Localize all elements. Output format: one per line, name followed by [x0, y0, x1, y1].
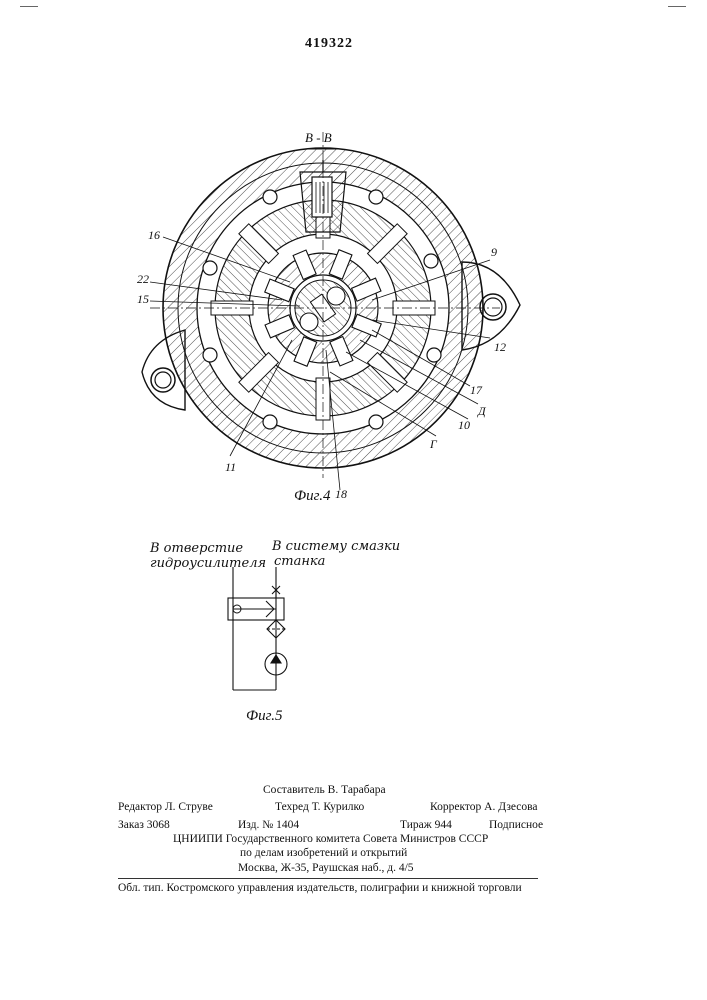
- colophon-divider: [118, 878, 538, 879]
- colophon-editor: Редактор Л. Струве: [118, 800, 213, 814]
- section-label: В - В: [305, 130, 332, 146]
- colophon-address: Москва, Ж-35, Раушская наб., д. 4/5: [238, 861, 414, 875]
- colophon-corrector: Корректор А. Дзесова: [430, 800, 538, 814]
- colophon-compiler: Составитель В. Тарабара: [263, 783, 386, 797]
- figure-5-caption: Фиг.5: [246, 708, 282, 725]
- callout-15: 15: [137, 292, 149, 307]
- callout-g: Г: [430, 437, 437, 452]
- callout-18: 18: [335, 487, 347, 502]
- fig5-label-right-2: станка: [274, 554, 325, 569]
- figure-4-caption: Фиг.4: [294, 488, 330, 505]
- fig5-label-left-2: гидроусилителя: [150, 556, 266, 571]
- callout-10: 10: [458, 418, 470, 433]
- colophon-edition: Изд. № 1404: [238, 818, 299, 832]
- colophon-techred: Техред Т. Курилко: [275, 800, 364, 814]
- callout-11: 11: [225, 460, 236, 475]
- colophon-circulation: Тираж 944: [400, 818, 452, 832]
- colophon-printer: Обл. тип. Костромского управления издате…: [118, 881, 522, 895]
- callout-16: 16: [148, 228, 160, 243]
- fig5-label-left-1: В отверстие: [150, 541, 243, 556]
- fig5-label-right-1: В систему смазки: [272, 539, 400, 554]
- figure-4-drawing: [0, 0, 707, 520]
- callout-17: 17: [470, 383, 482, 398]
- colophon-subscription: Подписное: [489, 818, 543, 832]
- callout-9: 9: [491, 245, 497, 260]
- colophon-order: Заказ 3068: [118, 818, 170, 832]
- callout-12: 12: [494, 340, 506, 355]
- callout-d: Д: [478, 404, 486, 419]
- callout-22: 22: [137, 272, 149, 287]
- colophon-org-2: по делам изобретений и открытий: [240, 846, 407, 860]
- colophon-org-1: ЦНИИПИ Государственного комитета Совета …: [173, 832, 488, 846]
